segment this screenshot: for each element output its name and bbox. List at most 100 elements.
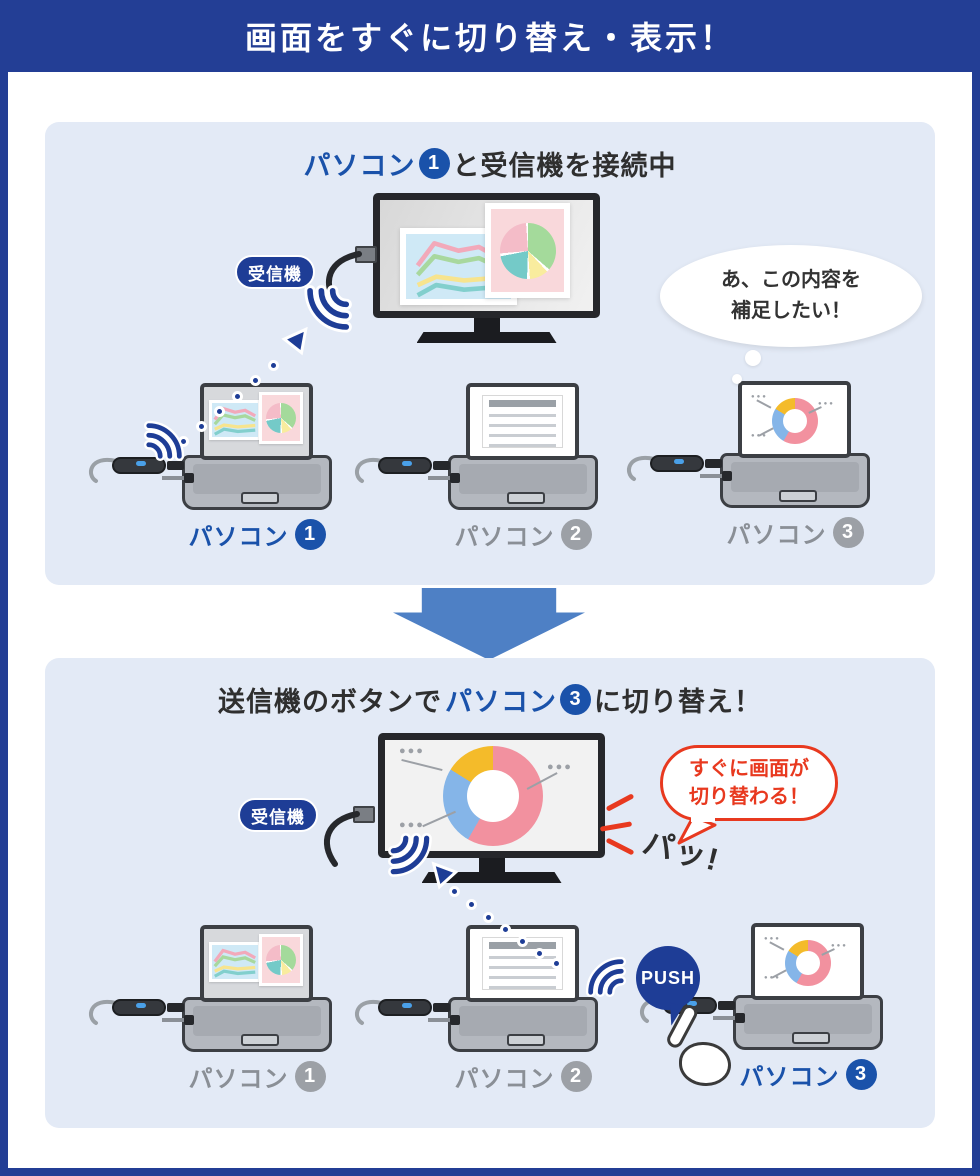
laptop-number-badge: 1 xyxy=(294,1061,326,1092)
laptop-pc1: パソコン 1 xyxy=(89,383,332,551)
emphasis-line xyxy=(605,837,635,856)
wifi-signal-icon xyxy=(585,956,627,998)
callout-dots: ●●● xyxy=(764,936,781,942)
callout-dots: ●●● xyxy=(547,761,573,773)
page-title: 画面をすぐに切り替え・表示！ xyxy=(244,20,735,56)
laptop-label-pc3: パソコン 3 xyxy=(703,1057,913,1092)
dongle-connector xyxy=(167,461,184,470)
content-area: パソコン 1 と受信機を接続中 xyxy=(8,72,972,1168)
document-page xyxy=(482,395,563,448)
laptop-screen-donut: ●●● ●●● ●●● xyxy=(738,381,851,458)
callout-dots: ●●● xyxy=(764,975,781,981)
trail-arrowhead-icon xyxy=(281,326,308,356)
donut-chart xyxy=(772,398,818,444)
monitor-screen xyxy=(373,193,600,318)
pie-chart-slide xyxy=(485,203,570,298)
mini-line-slide xyxy=(209,942,261,982)
laptop-base xyxy=(720,453,870,508)
callout-dots: ●●● xyxy=(818,401,835,407)
speech-bubble: すぐに画面が 切り替わる！ xyxy=(660,745,838,821)
laptop-label-pc2: パソコン 2 xyxy=(418,1059,628,1094)
thought-bubble: あ、この内容を 補足したい！ xyxy=(660,245,922,347)
monitor-stand-neck xyxy=(473,317,500,332)
monitor-stand-neck xyxy=(478,857,505,872)
laptop-pc2: パソコン 2 xyxy=(355,383,598,551)
pointing-hand xyxy=(663,1002,747,1088)
donut-chart xyxy=(785,940,831,986)
trail-dot xyxy=(232,391,243,402)
panel1-title-rest: と受信機を接続中 xyxy=(452,151,677,181)
laptop-screen-document xyxy=(466,383,579,460)
wifi-signal-icon xyxy=(143,420,185,462)
pc1-number-badge: 1 xyxy=(418,148,450,179)
laptop-number-badge: 3 xyxy=(845,1059,877,1090)
trail-dot xyxy=(466,899,477,910)
laptop-label-pc2: パソコン 2 xyxy=(418,517,628,552)
thought-bubble-dot xyxy=(745,350,761,366)
laptop-label-text: パソコン xyxy=(454,1066,555,1093)
dongle-usb-cable xyxy=(162,476,186,480)
laptop-screen-charts xyxy=(200,925,313,1002)
trail-dot xyxy=(500,924,511,935)
panel1-title-pc: パソコン xyxy=(303,151,416,181)
push-label: PUSH xyxy=(640,967,695,988)
laptop-screen-charts xyxy=(200,383,313,460)
laptop-screen-document xyxy=(466,925,579,1002)
laptop-number-badge: 2 xyxy=(560,519,592,550)
laptop-number-badge: 3 xyxy=(832,517,864,548)
panel-before-switch: パソコン 1 と受信機を接続中 xyxy=(45,122,935,585)
laptop-screen-donut: ●●● ●●● ●●● xyxy=(751,923,864,1000)
emphasis-line xyxy=(605,793,635,812)
thought-bubble-dot xyxy=(732,374,742,384)
dongle-cable xyxy=(89,457,118,483)
down-arrow xyxy=(393,588,585,660)
wifi-signal-icon xyxy=(304,285,352,333)
monitor-stand-base xyxy=(421,872,562,883)
laptop-label-text: パソコン xyxy=(739,1064,840,1091)
dongle-cable xyxy=(355,457,384,483)
pie-chart xyxy=(499,222,556,279)
panel2-title-pre: 送信機のボタンで xyxy=(218,687,442,717)
thought-line1: あ、この内容を xyxy=(721,269,861,291)
dongle-cable xyxy=(627,455,656,481)
dongle-cable xyxy=(355,999,384,1025)
mini-pie-slide xyxy=(259,934,303,986)
mini-line-slide xyxy=(209,400,261,440)
mini-pie-slide xyxy=(259,392,303,444)
dongle-button xyxy=(136,461,146,466)
trail-arrowhead-icon xyxy=(431,861,459,890)
trail-dot xyxy=(214,406,225,417)
laptop-label-pc1: パソコン 1 xyxy=(152,517,362,552)
laptop-pc3: ●●● ●●● ●●● パソコン 3 xyxy=(627,381,870,549)
callout-dots: ●●● xyxy=(751,394,768,400)
laptop-label-text: パソコン xyxy=(188,1066,289,1093)
monitor-stand-base xyxy=(416,332,557,343)
laptop-base xyxy=(182,455,332,510)
callout-dots: ●●● xyxy=(751,433,768,439)
laptop-pc3: ●●● ●●● ●●● パソコン 3 xyxy=(640,923,883,1091)
callout-dots: ●●● xyxy=(399,819,425,831)
wifi-signal-icon xyxy=(388,833,432,877)
receiver-label: 受信機 xyxy=(238,798,318,832)
laptop-label-pc1: パソコン 1 xyxy=(152,1059,362,1094)
callout-line xyxy=(756,399,772,409)
laptop-base xyxy=(733,995,883,1050)
laptop-base xyxy=(448,997,598,1052)
tv-monitor xyxy=(373,193,600,343)
laptop-label-text: パソコン xyxy=(188,524,289,551)
laptop-base xyxy=(182,997,332,1052)
panel2-title-pc: パソコン xyxy=(445,687,557,717)
laptop-label-text: パソコン xyxy=(454,524,555,551)
laptop-number-badge: 2 xyxy=(560,1061,592,1092)
trail-dot xyxy=(268,360,279,371)
trail-dot xyxy=(449,886,460,897)
trail-dot xyxy=(551,958,562,969)
trail-dot xyxy=(534,948,545,959)
dongle-cable xyxy=(89,999,118,1025)
trail-dot xyxy=(483,912,494,923)
speech-bubble-tail xyxy=(677,813,717,845)
callout-line xyxy=(769,941,785,951)
receiver-label: 受信機 xyxy=(235,255,315,289)
laptop-label-text: パソコン xyxy=(726,522,827,549)
speech-line1: すぐに画面が xyxy=(689,758,809,780)
